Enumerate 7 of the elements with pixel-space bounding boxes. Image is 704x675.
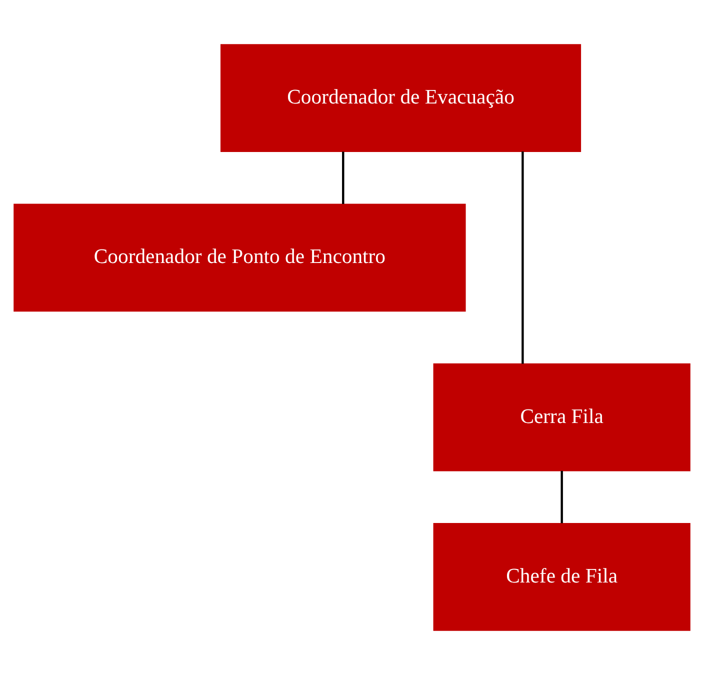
connector <box>560 470 563 524</box>
node-box: Chefe de Fila <box>433 522 690 631</box>
node-box: Coordenador de Ponto de Encontro <box>14 204 466 312</box>
connector <box>342 152 344 204</box>
node-box: Cerra Fila <box>433 363 690 472</box>
connector <box>522 152 524 364</box>
node-box: Coordenador de Evacuação <box>220 44 582 152</box>
